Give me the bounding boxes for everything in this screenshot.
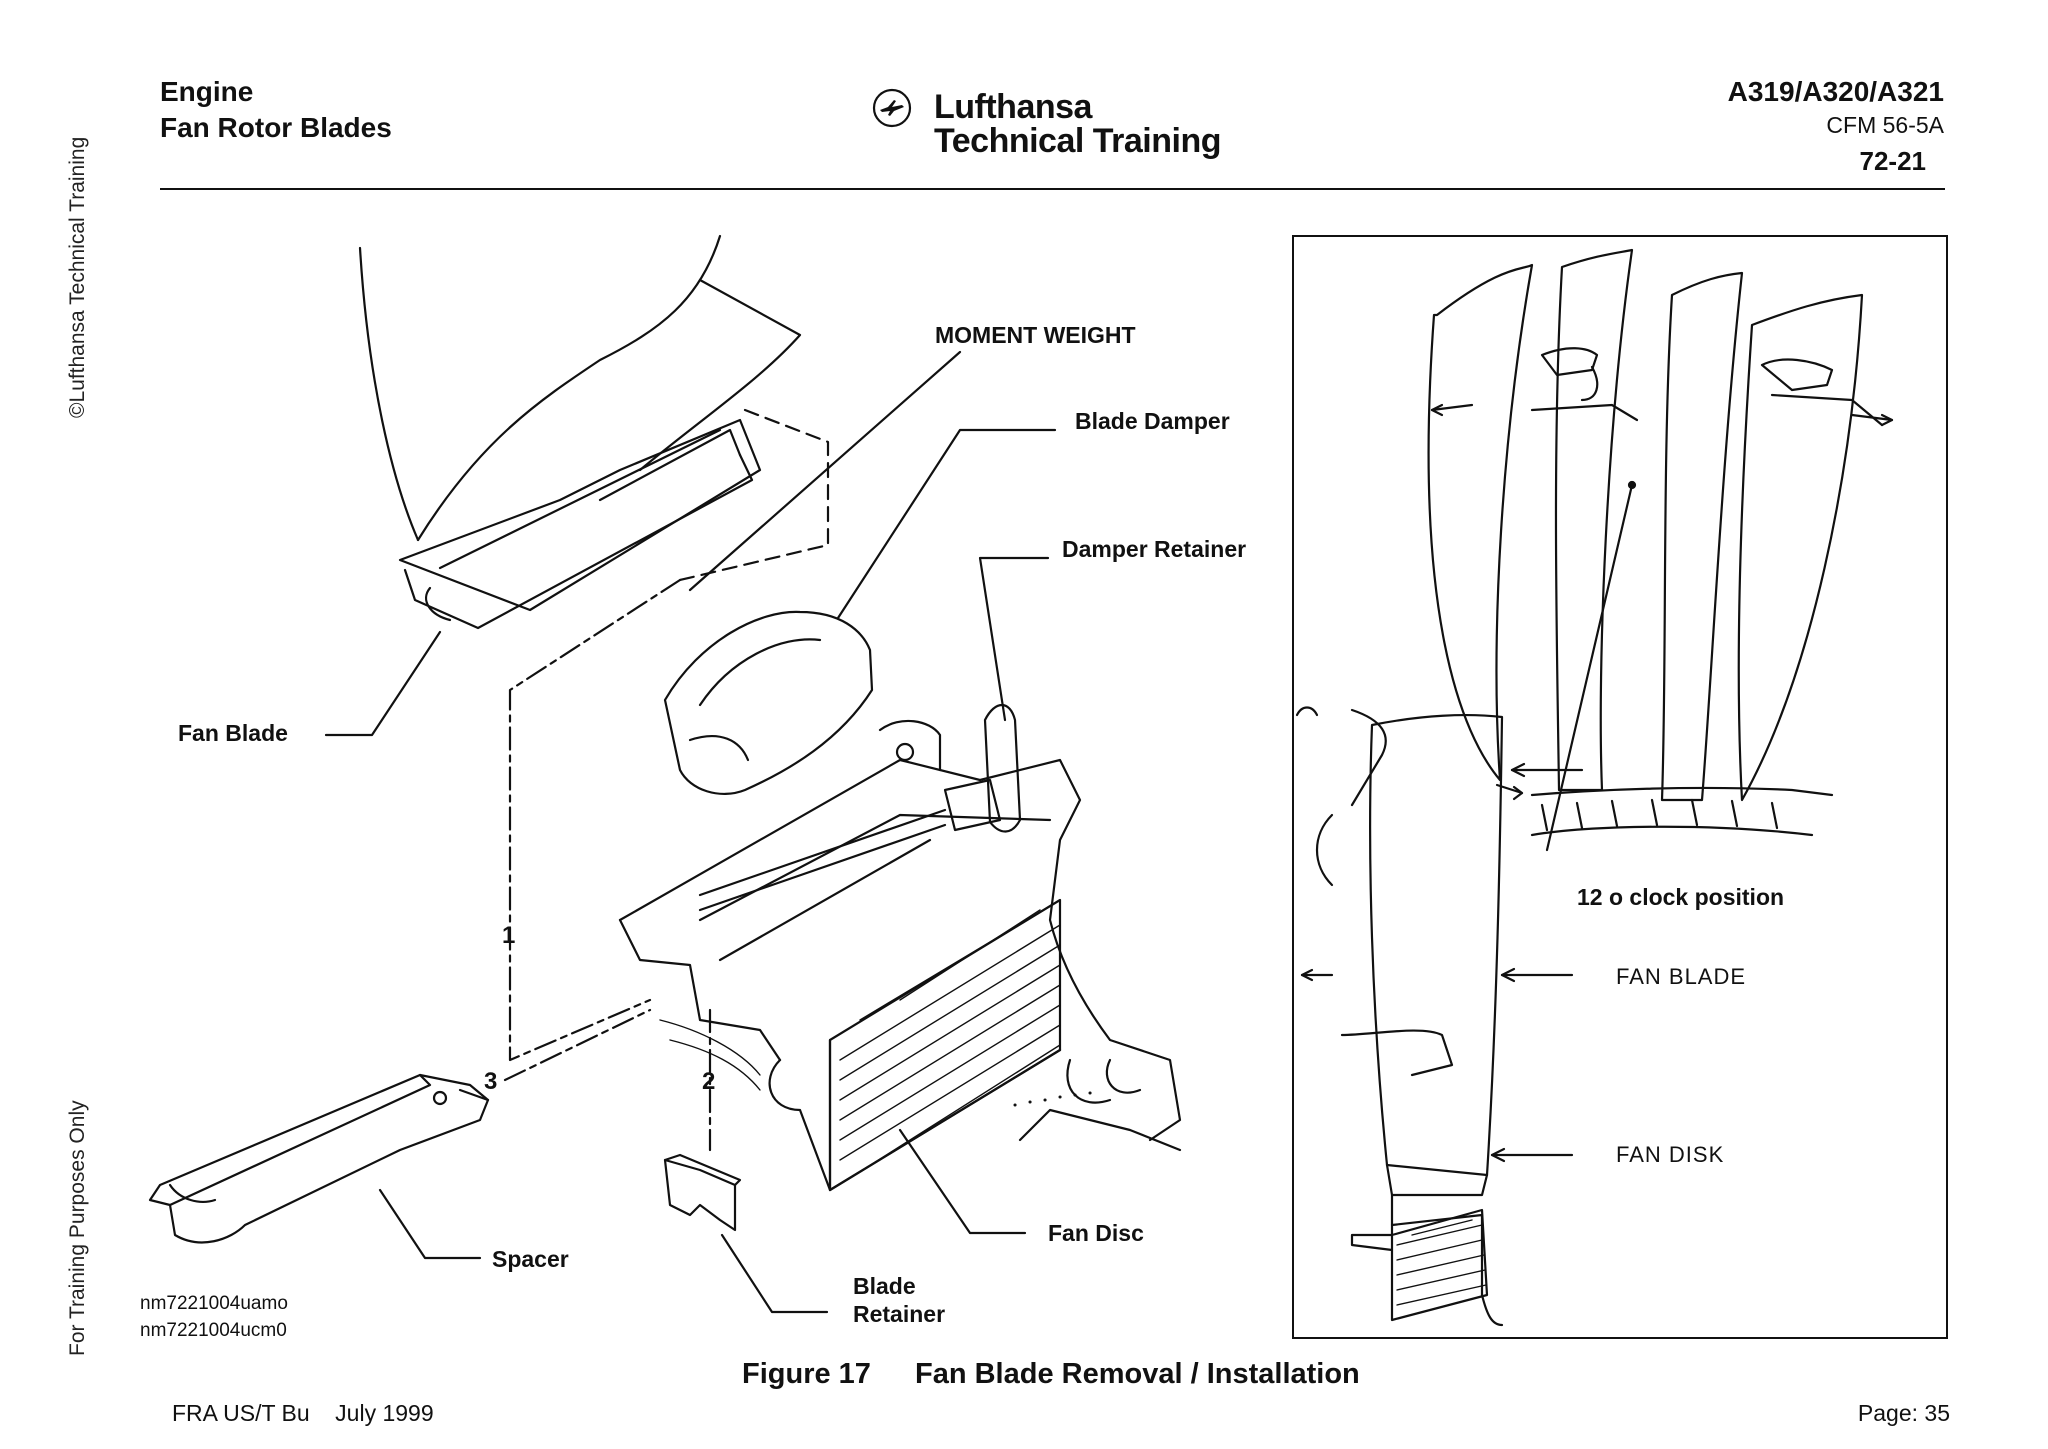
leader-fan-blade xyxy=(324,630,442,737)
page-number: Page: 35 xyxy=(1857,1400,1950,1426)
fan-blade-part xyxy=(358,234,802,630)
step-2-marker: 2 xyxy=(702,1068,716,1095)
aircraft-models: A319/A320/A321 xyxy=(1727,76,1944,107)
inset-fan-blade-label: FAN BLADE xyxy=(1616,964,1747,989)
leader-blade-damper xyxy=(836,428,1057,620)
blade-retainer-label-line1: Blade xyxy=(853,1273,916,1299)
fan-disc-label: Fan Disc xyxy=(1048,1220,1144,1246)
drawing-ref-1: nm7221004uamo xyxy=(140,1293,288,1314)
header-divider xyxy=(160,188,1945,190)
blade-removal-inset-drawing xyxy=(1295,248,1894,1327)
blade-retainer-label-line2: Retainer xyxy=(853,1301,946,1327)
twelve-oclock-label: 12 o clock position xyxy=(1577,884,1785,910)
fan-disc-hatching xyxy=(828,898,1062,1192)
brand-subtitle: Technical Training xyxy=(934,122,1222,160)
inset-fan-disk-label: FAN DISK xyxy=(1616,1142,1725,1167)
disc-bolt-holes xyxy=(1013,1091,1092,1107)
figure-title: Fan Blade Removal / Installation xyxy=(915,1358,1360,1390)
ata-chapter: 72-21 xyxy=(1859,146,1927,176)
damper-retainer-label: Damper Retainer xyxy=(1062,536,1247,562)
leader-moment-weight xyxy=(688,350,962,592)
figure-number: Figure 17 xyxy=(742,1358,871,1390)
chapter-title: Engine xyxy=(160,76,254,107)
leader-fan-disc xyxy=(898,1128,1027,1235)
footer-issuer-date: FRA US/T Bu July 1999 xyxy=(172,1400,434,1426)
moment-weight-label: MOMENT WEIGHT xyxy=(935,322,1136,348)
section-title: Fan Rotor Blades xyxy=(160,112,392,143)
crane-logo-icon xyxy=(872,88,912,128)
leader-blade-retainer xyxy=(720,1233,829,1314)
leader-damper-retainer xyxy=(978,556,1050,722)
fan-blade-label: Fan Blade xyxy=(178,720,288,746)
blade-damper-label: Blade Damper xyxy=(1075,408,1230,434)
engine-model: CFM 56-5A xyxy=(1826,112,1944,138)
fan-disc-part xyxy=(618,719,1182,1192)
spacer-label: Spacer xyxy=(492,1246,569,1272)
step-3-marker: 3 xyxy=(484,1068,498,1095)
leader-spacer xyxy=(378,1188,482,1260)
blade-retainer-part xyxy=(663,1153,742,1232)
step-1-marker: 1 xyxy=(502,922,516,949)
blade-removal-inset-frame xyxy=(1292,235,1948,1339)
spacer-part xyxy=(148,1073,490,1244)
blade-damper-part xyxy=(663,610,874,795)
drawing-ref-2: nm7221004ucm0 xyxy=(140,1320,287,1341)
brand-name: Lufthansa xyxy=(934,88,1092,126)
